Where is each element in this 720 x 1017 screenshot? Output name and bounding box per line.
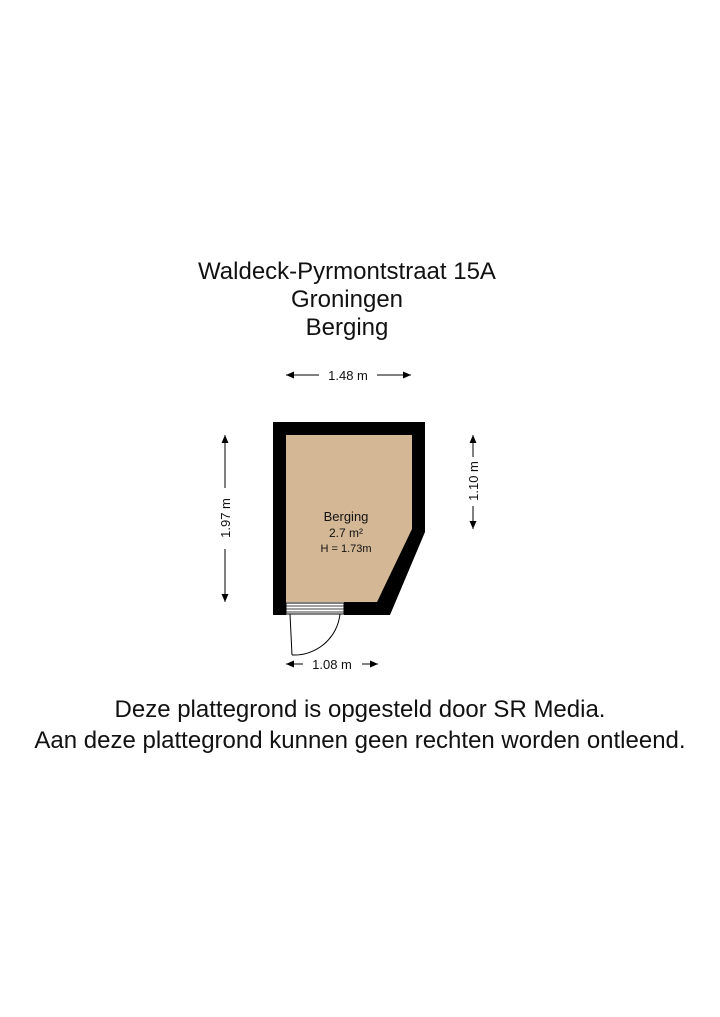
- dimension-top: 1.48 m: [286, 368, 411, 383]
- room-floor: [286, 435, 412, 602]
- disclaimer-line-2: Aan deze plattegrond kunnen geen rechten…: [34, 727, 686, 754]
- title-block: Waldeck-Pyrmontstraat 15A Groningen Berg…: [0, 258, 694, 342]
- wall-top: [273, 422, 425, 435]
- door: [285, 602, 345, 656]
- door-threshold: [285, 602, 345, 615]
- dimension-bottom: 1.08 m: [286, 657, 378, 672]
- disclaimer: Deze plattegrond is opgesteld door SR Me…: [0, 694, 720, 756]
- dimension-bottom-label: 1.08 m: [312, 657, 352, 672]
- wall-diagonal: [377, 529, 425, 615]
- room-area-label: 2.7 m²: [329, 526, 363, 540]
- wall-right: [412, 422, 425, 532]
- dimension-left: 1.97 m: [218, 435, 233, 602]
- walls: [273, 422, 425, 615]
- dimension-right-label: 1.10 m: [466, 461, 481, 501]
- floor-title: Berging: [305, 314, 389, 341]
- address-title: Waldeck-Pyrmontstraat 15A: [198, 258, 496, 285]
- wall-left: [273, 422, 286, 615]
- room-name-label: Berging: [324, 509, 369, 524]
- dimension-right: 1.10 m: [466, 435, 481, 529]
- room-height-label: H = 1.73m: [320, 543, 371, 555]
- door-leaf: [289, 613, 293, 656]
- door-swing-arc: [291, 613, 341, 656]
- wall-bottom: [344, 602, 390, 615]
- city-title: Groningen: [290, 286, 404, 313]
- dimension-left-label: 1.97 m: [218, 498, 233, 538]
- dimension-top-label: 1.48 m: [328, 368, 368, 383]
- disclaimer-line-1: Deze plattegrond is opgesteld door SR Me…: [114, 696, 606, 723]
